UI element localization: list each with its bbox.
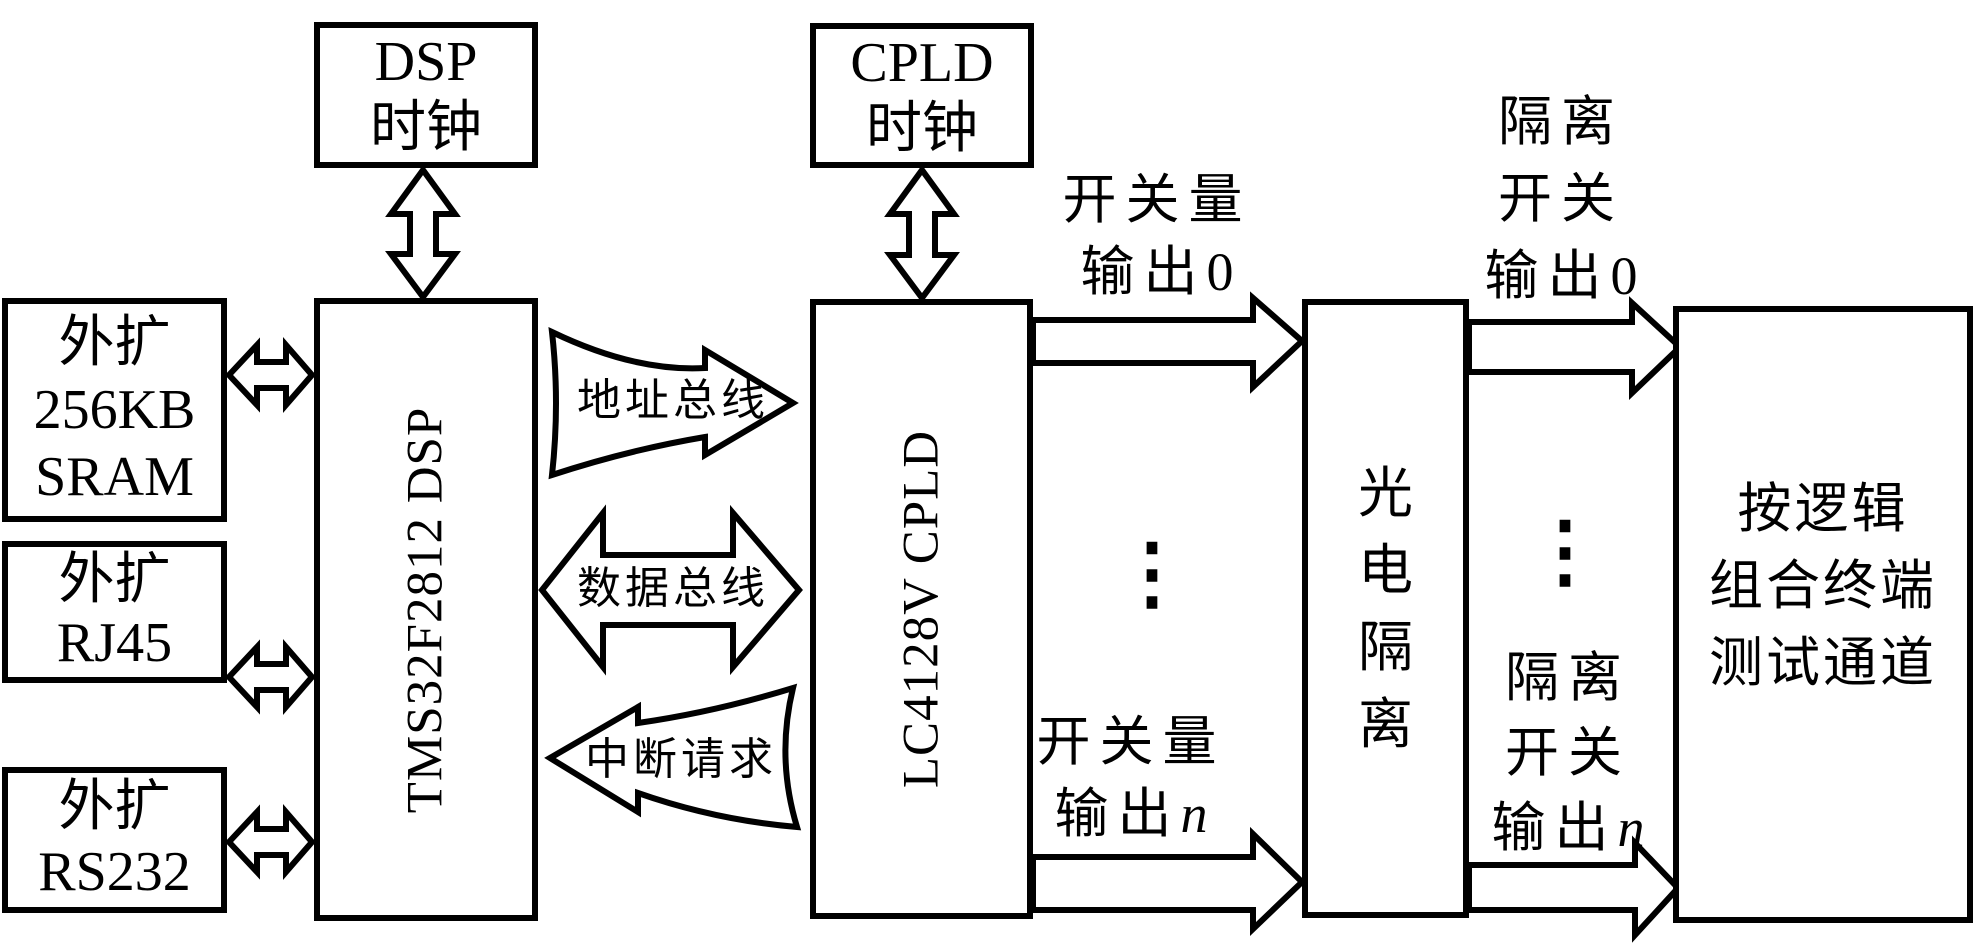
box-terminal-test-channel: 按逻辑 组合终端 测试通道 [1673,306,1973,923]
box-line: 隔 [1357,616,1413,678]
cpld-clock-arrow [884,164,960,304]
box-line: RS232 [38,841,191,903]
ellipsis-icon: ⋮ [1112,530,1192,618]
rs232-bus-arrow [224,803,316,881]
box-line: 测试通道 [1709,633,1937,693]
address-bus-label: 地址总线 [577,376,769,425]
box-line: 电 [1357,539,1413,601]
box-ext-rj45: 外扩 RJ45 [2,541,227,683]
data-bus-arrow [538,504,803,676]
address-bus-arrow [548,326,799,480]
data-bus-label: 数据总线 [577,564,769,613]
box-line: 时钟 [866,97,978,160]
box-ext-rs232: 外扩 RS232 [2,767,227,913]
isolated-out-0-arrow [1466,296,1685,401]
box-dsp-chip: TMS32F2812 DSP [314,298,538,921]
box-cpld-clock: CPLD 时钟 [810,23,1034,168]
box-line: 256KB [33,378,196,441]
box-line: 组合终端 [1709,556,1937,616]
box-line: 时钟 [370,97,482,159]
rj45-bus-arrow [224,638,316,716]
box-line: 离 [1357,693,1413,755]
dsp-clock-arrow [385,164,461,303]
box-ext-sram: 外扩 256KB SRAM [2,298,227,522]
box-line: 光 [1357,462,1413,524]
switch-out-n-label: 开关量 输出n [1036,712,1226,844]
interrupt-label: 中断请求 [585,735,777,784]
box-line: DSP [374,31,478,93]
sram-bus-arrow [224,336,316,414]
box-cpld-chip: LC4128V CPLD [810,299,1033,919]
box-line: 外扩 [58,549,171,611]
switch-out-0-label: 开关量 输出0 [1062,170,1252,302]
isolated-out-n-arrow [1466,835,1683,943]
box-line: 外扩 [58,776,171,838]
box-opto-isolation: 光 电 隔 离 [1302,299,1469,918]
switch-out-n-arrow [1030,826,1307,937]
box-line: 按逻辑 [1737,479,1909,539]
box-line: RJ45 [56,612,173,674]
box-line: CPLD [850,31,994,94]
box-line: SRAM [35,445,194,508]
cpld-chip-label: LC4128V CPLD [893,429,949,789]
interrupt-arrow [544,683,802,831]
box-line: 外扩 [58,311,171,374]
ellipsis-icon: ⋮ [1525,508,1605,596]
isolated-out-0-label: 隔离 开关 输出0 [1484,92,1638,306]
switch-out-0-arrow [1030,291,1307,394]
dsp-chip-label: TMS32F2812 DSP [397,406,454,813]
isolated-out-n-label: 隔离 开关 输出n [1491,648,1645,858]
box-dsp-clock: DSP 时钟 [314,22,538,168]
